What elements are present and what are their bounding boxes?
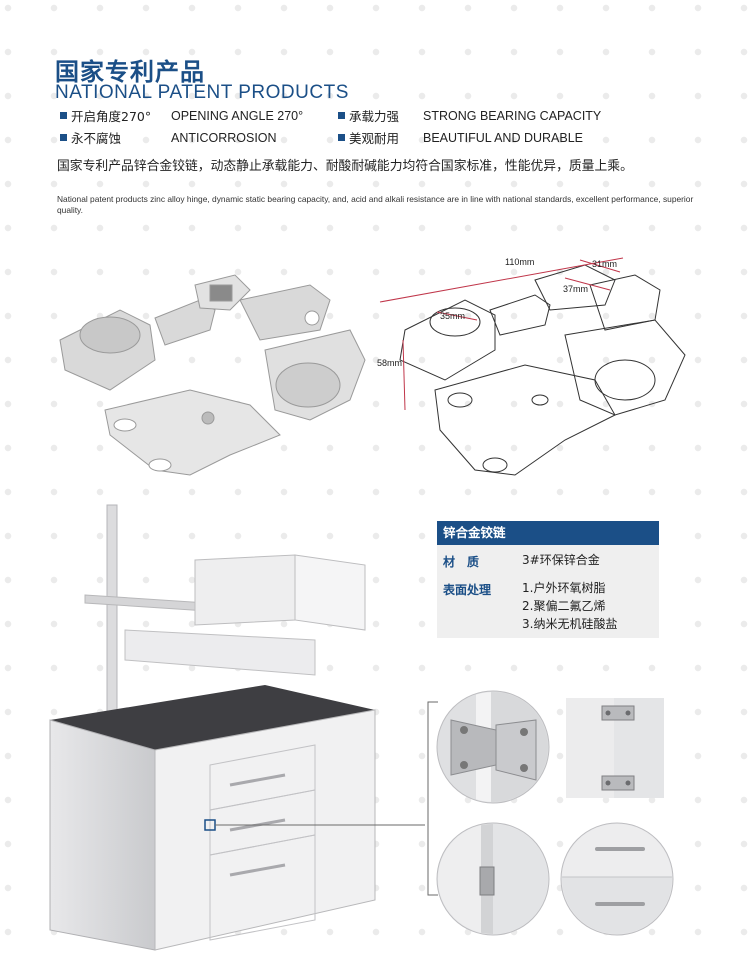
bullet-square-icon: [338, 134, 345, 141]
spec-surface-item: 1.户外环氧树脂: [522, 581, 606, 595]
feature-bearing: 承载力强 STRONG BEARING CAPACITY: [338, 106, 601, 125]
hinge-exploded-illustration: [59, 274, 366, 476]
spec-material-value: 3#环保锌合金: [522, 553, 600, 567]
hinge-dimension-drawing: [379, 257, 686, 476]
spec-surface-label: 表面处理: [443, 583, 492, 597]
description-en: National patent products zinc alloy hing…: [57, 194, 694, 215]
bullet-square-icon: [60, 112, 67, 119]
spec-material-label: 材 质: [443, 555, 480, 569]
heading-cn: 国家专利产品: [55, 58, 205, 86]
spec-surface-item: 3.纳米无机硅酸盐: [522, 617, 618, 631]
callout-bracket: [427, 701, 438, 896]
dimension-inner: 37mm: [563, 284, 589, 294]
dimension-left: 35mm: [440, 311, 466, 321]
spec-title: 锌合金铰链: [437, 521, 659, 545]
hinge-closed-photo: [436, 822, 550, 936]
feature-cn: 开启角度270°: [71, 109, 152, 124]
hinge-closeup-photo: [436, 690, 550, 804]
drawer-handle-photo: [560, 822, 674, 936]
feature-en: BEAUTIFUL AND DURABLE: [423, 130, 583, 145]
heading-en: NATIONAL PATENT PRODUCTS: [55, 82, 349, 103]
feature-cn: 永不腐蚀: [71, 131, 122, 146]
dimension-height: 58mm: [377, 358, 403, 368]
feature-anticorrosion: 永不腐蚀 ANTICORROSION: [60, 128, 277, 147]
spec-table: 锌合金铰链 材 质 3#环保锌合金 表面处理 1.户外环氧树脂 2.聚偏二氟乙烯…: [437, 521, 659, 638]
feature-en: OPENING ANGLE 270°: [171, 108, 304, 123]
dimension-length: 110mm: [505, 257, 535, 267]
feature-cn: 承载力强: [349, 109, 400, 124]
dimension-width-right: 31mm: [592, 259, 618, 269]
bullet-square-icon: [60, 134, 67, 141]
feature-opening-angle: 开启角度270° OPENING ANGLE 270°: [60, 106, 303, 125]
feature-cn: 美观耐用: [349, 131, 400, 146]
description-cn: 国家专利产品锌合金铰链，动态静止承载能力、耐酸耐碱能力均符合国家标准，性能优异，…: [57, 159, 633, 174]
bullet-square-icon: [338, 112, 345, 119]
feature-beautiful: 美观耐用 BEAUTIFUL AND DURABLE: [338, 128, 583, 147]
feature-en: STRONG BEARING CAPACITY: [423, 108, 602, 123]
spec-surface-item: 2.聚偏二氟乙烯: [522, 599, 606, 613]
lab-bench-illustration: [49, 504, 425, 951]
door-hinge-pair-photo: [566, 698, 664, 798]
feature-en: ANTICORROSION: [171, 130, 277, 145]
